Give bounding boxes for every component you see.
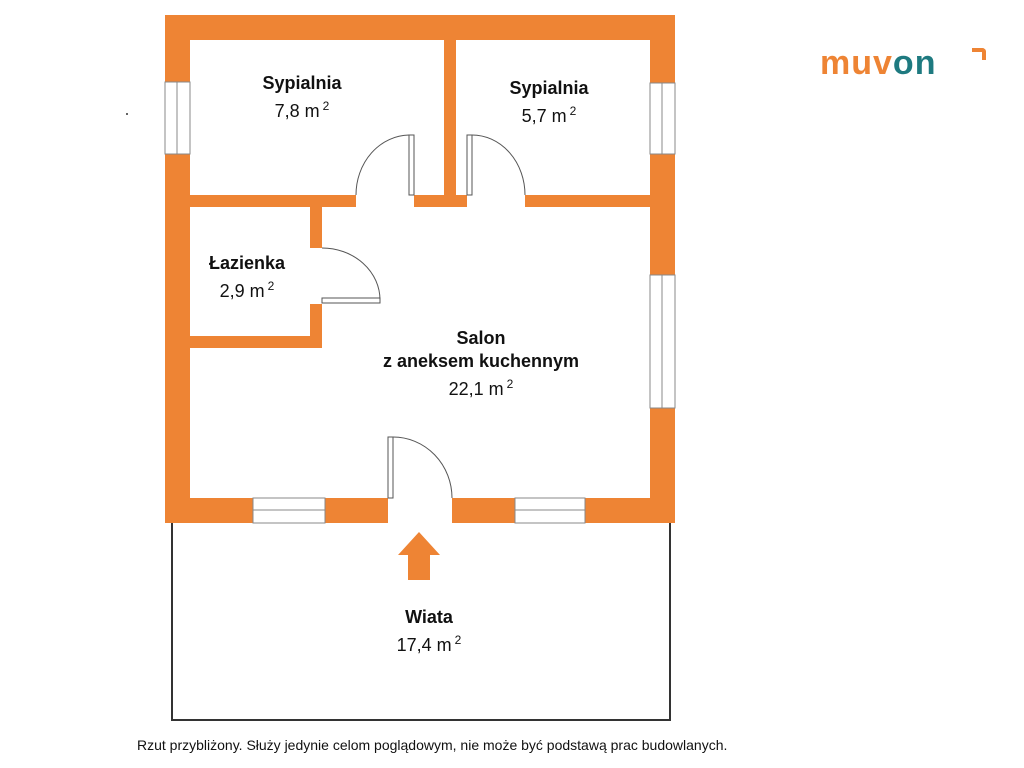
windows <box>164 81 676 524</box>
wiata-outline <box>171 523 671 721</box>
disclaimer-note: Rzut przybliżony. Służy jedynie celom po… <box>137 737 728 753</box>
doors <box>309 134 526 524</box>
muvon-logo: muvon <box>820 44 986 83</box>
entrance-arrow-icon <box>398 532 440 580</box>
